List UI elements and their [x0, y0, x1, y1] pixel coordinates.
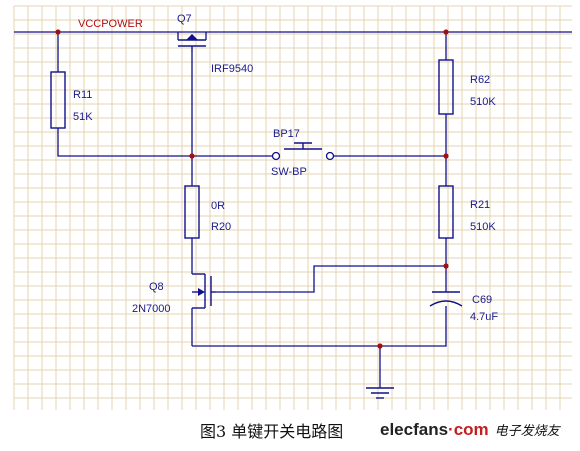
junction-dot — [377, 343, 383, 349]
q8-ref-label: Q8 — [149, 281, 164, 293]
r21-ref-label: R21 — [470, 199, 490, 211]
watermark-brand: elecfans — [380, 420, 449, 439]
c69-value-label: 4.7uF — [470, 311, 498, 323]
watermark-chinese: 电子发烧友 — [494, 424, 560, 439]
bp17-part-label: SW-BP — [271, 166, 307, 178]
ground-symbol — [366, 387, 394, 399]
junction-dot — [55, 29, 61, 35]
q8-part-label: 2N7000 — [132, 303, 171, 315]
bp17-ref-label: BP17 — [273, 128, 300, 140]
junction-dot — [189, 153, 195, 159]
resistor-r20 — [184, 185, 200, 239]
transistor-q8 — [192, 273, 216, 309]
r62-ref-label: R62 — [470, 74, 490, 86]
junction-dot — [443, 153, 449, 159]
resistor-r62 — [438, 59, 454, 115]
q7-part-label: IRF9540 — [211, 63, 253, 75]
wire-bottom-return — [192, 306, 447, 347]
transistor-q7 — [178, 34, 206, 52]
r20-value-label: 0R — [211, 200, 225, 212]
grid-background — [13, 5, 572, 410]
r62-value-label: 510K — [470, 96, 496, 108]
watermark-logo: elecfans·com 电子发烧友 — [380, 420, 560, 440]
figure-caption: 图3 单键开关电路图 — [200, 422, 344, 441]
wires — [14, 31, 572, 388]
vcc-net-label: VCCPOWER — [78, 18, 143, 30]
c69-ref-label: C69 — [472, 294, 492, 306]
capacitor-c69 — [429, 291, 463, 307]
r11-value-label: 51K — [73, 111, 93, 123]
junctions — [55, 29, 449, 349]
r20-ref-label: R20 — [211, 221, 231, 233]
q7-ref-label: Q7 — [177, 13, 192, 25]
junction-dot — [443, 263, 449, 269]
r11-ref-label: R11 — [73, 89, 92, 101]
switch-bp17 — [271, 142, 335, 161]
r21-value-label: 510K — [470, 221, 496, 233]
resistor-r11 — [50, 71, 66, 129]
resistor-r21 — [438, 185, 454, 239]
wire-r11-bottom — [57, 128, 192, 157]
watermark-domain: ·com — [448, 420, 489, 439]
junction-dot — [443, 29, 449, 35]
wire-q8-gate — [216, 265, 446, 293]
